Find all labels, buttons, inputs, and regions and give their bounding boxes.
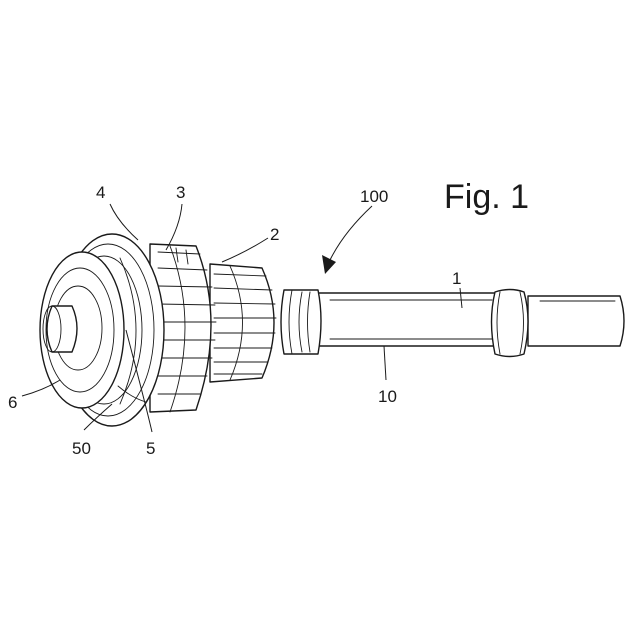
- rear-gear: [210, 264, 276, 382]
- label-50: 50: [72, 439, 91, 458]
- label-6: 6: [8, 393, 17, 412]
- label-2: 2: [270, 225, 279, 244]
- label-1: 1: [452, 269, 461, 288]
- figure-title: Fig. 1: [444, 178, 529, 216]
- label-100: 100: [360, 187, 388, 206]
- shaft: [281, 290, 624, 357]
- label-4: 4: [96, 183, 105, 202]
- assembly-arrow: [322, 206, 372, 274]
- label-5: 5: [146, 439, 155, 458]
- label-10: 10: [378, 387, 397, 406]
- label-3: 3: [176, 183, 185, 202]
